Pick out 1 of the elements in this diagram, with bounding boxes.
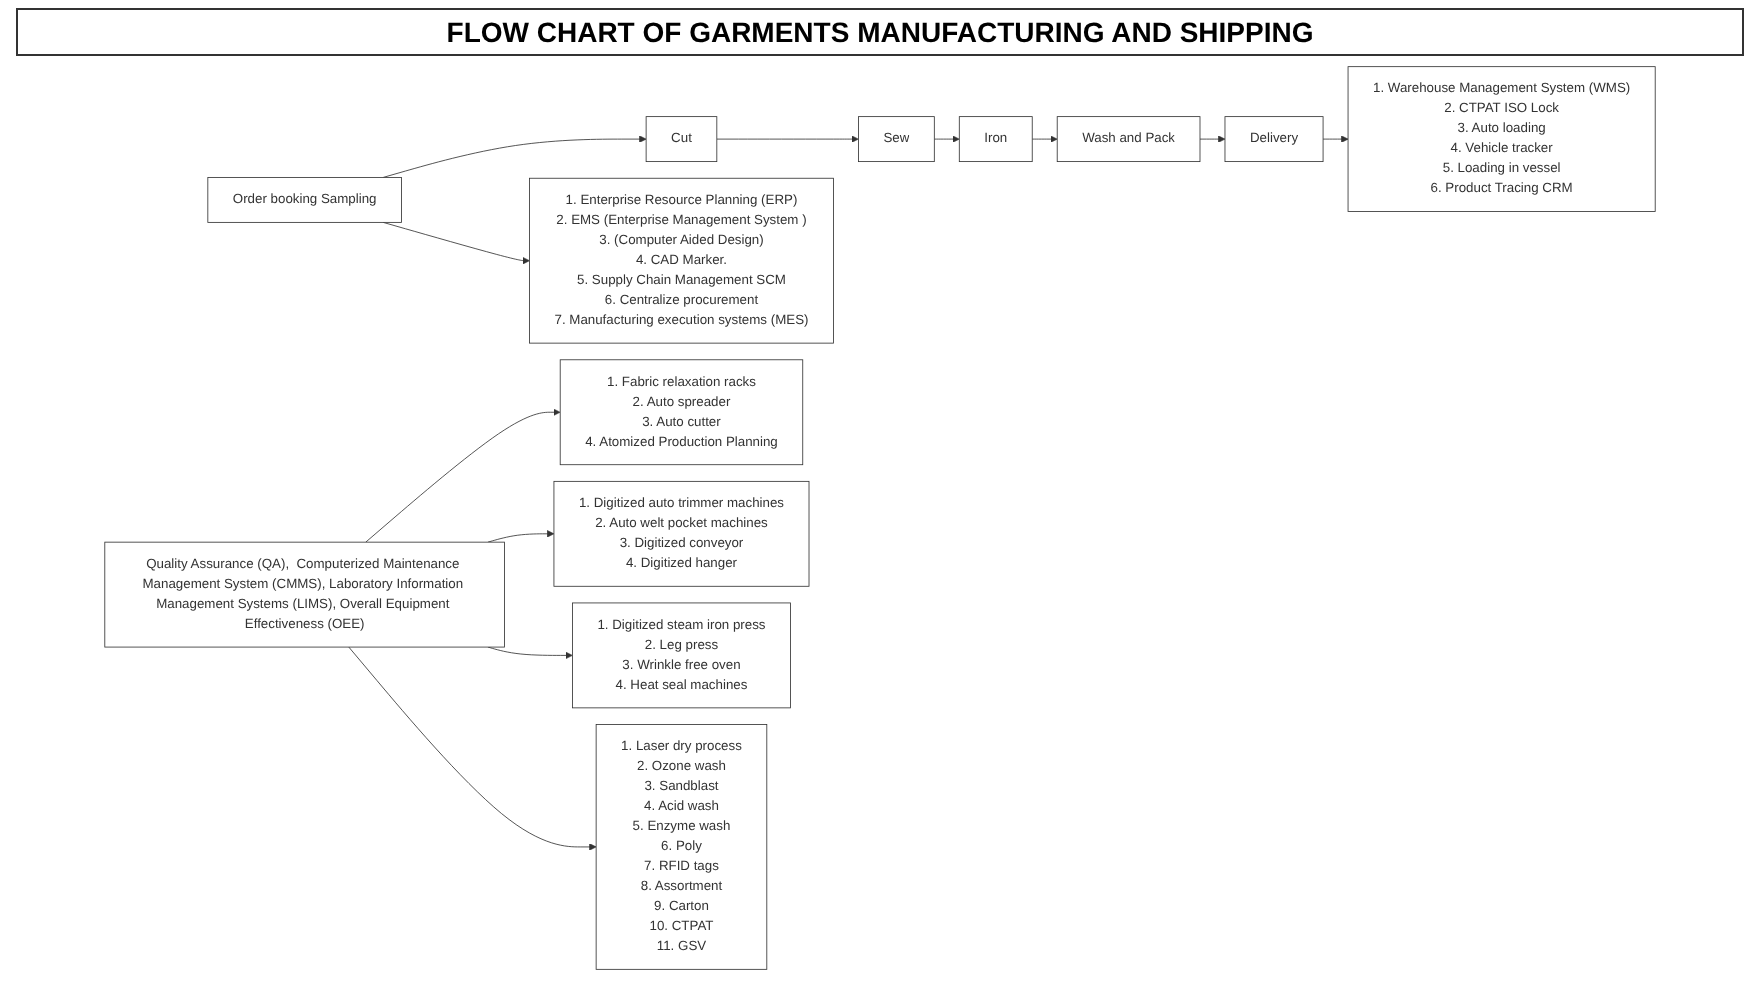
chart-title: FLOW CHART OF GARMENTS MANUFACTURING AND SHIPPING <box>16 8 1744 56</box>
